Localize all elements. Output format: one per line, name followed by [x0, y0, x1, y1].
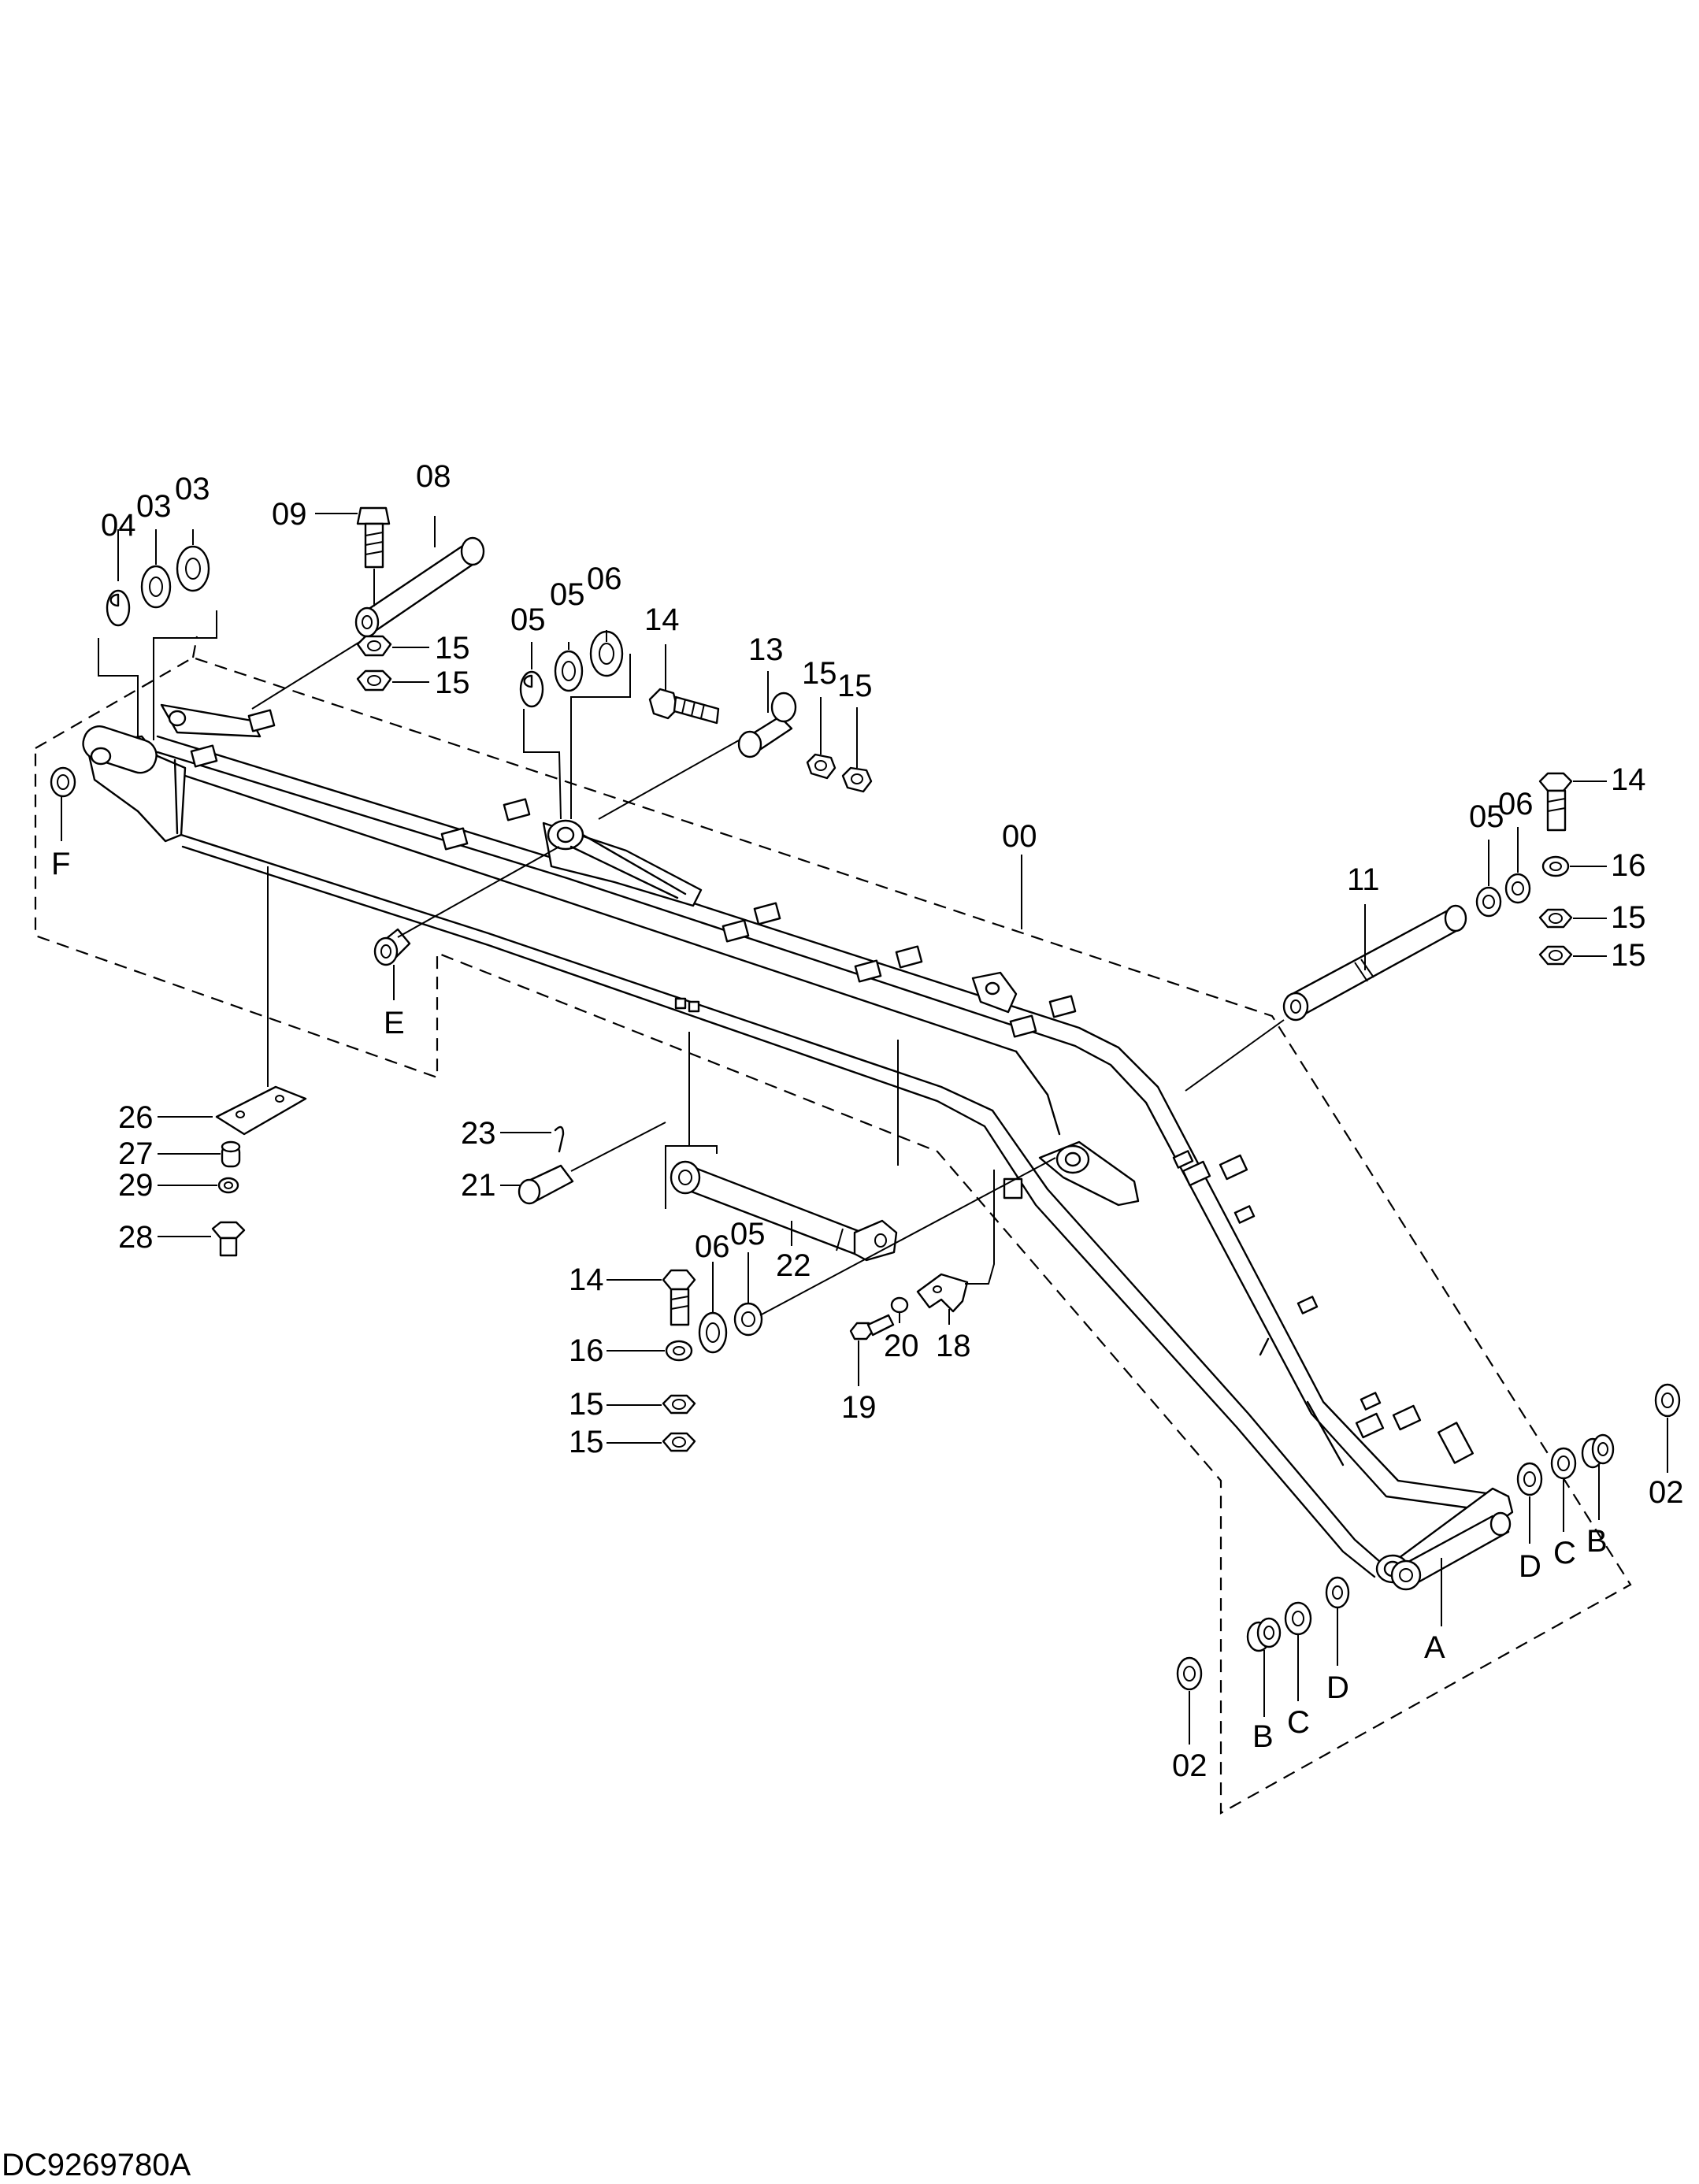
callout-04: 04	[101, 508, 136, 543]
callout-D: D	[1326, 1670, 1349, 1705]
callout-21: 21	[461, 1168, 496, 1203]
shim-stack-mid	[519, 630, 631, 820]
callout-26: 26	[118, 1100, 154, 1135]
callout-14: 14	[1611, 762, 1646, 797]
callout-15: 15	[1611, 938, 1646, 973]
callout-03: 03	[175, 472, 210, 506]
callout-05: 05	[510, 603, 546, 637]
callout-06: 06	[695, 1229, 730, 1264]
group-outlines	[34, 636, 1632, 1815]
callout-labels: 00 03 03 04 08 09 15 15 05 05 06 14 13 1…	[51, 459, 1684, 1783]
bushings-right	[1516, 1383, 1681, 1544]
pin-21-assembly	[500, 1122, 666, 1205]
callout-05: 05	[1469, 799, 1504, 834]
callout-F: F	[51, 847, 70, 881]
callout-15: 15	[435, 631, 470, 666]
callout-14: 14	[644, 603, 680, 637]
pin-08-assembly	[251, 506, 485, 710]
pin-lower-assembly	[607, 1157, 1056, 1452]
callout-11: 11	[1347, 862, 1380, 897]
callout-16: 16	[1611, 848, 1646, 883]
boom-clips	[190, 709, 1475, 1464]
callout-27: 27	[118, 1136, 154, 1171]
callout-02: 02	[1649, 1475, 1684, 1510]
callout-03: 03	[136, 489, 172, 524]
callout-28: 28	[118, 1220, 154, 1255]
callout-15: 15	[435, 666, 470, 700]
callout-18: 18	[936, 1329, 971, 1363]
callout-08: 08	[416, 459, 451, 494]
callout-00: 00	[1002, 819, 1037, 854]
callout-D: D	[1519, 1549, 1541, 1584]
pin-11-assembly	[1185, 772, 1607, 1092]
callout-15: 15	[569, 1387, 604, 1422]
callout-05: 05	[730, 1217, 766, 1251]
callout-15: 15	[837, 669, 873, 703]
callout-05: 05	[550, 577, 585, 612]
bushing-F	[50, 766, 76, 841]
document-code: DC9269780A	[2, 2148, 191, 2182]
bushing-E	[373, 846, 560, 1000]
pin-13-assembly	[598, 644, 873, 820]
callout-14: 14	[569, 1263, 604, 1297]
callout-B: B	[1586, 1524, 1608, 1559]
callout-16: 16	[569, 1333, 604, 1368]
boom-main-body	[82, 703, 1514, 1585]
callout-C: C	[1553, 1536, 1576, 1570]
pin-A	[1390, 1511, 1512, 1626]
callout-13: 13	[748, 632, 784, 667]
callout-02: 02	[1172, 1748, 1207, 1783]
callout-E: E	[384, 1006, 405, 1040]
shim-stack-top-left	[98, 529, 217, 740]
callout-15: 15	[802, 656, 837, 691]
callout-15: 15	[569, 1425, 604, 1459]
callout-23: 23	[461, 1116, 496, 1151]
callout-20: 20	[884, 1329, 919, 1363]
callout-09: 09	[272, 497, 307, 532]
callout-06: 06	[1498, 787, 1534, 821]
callout-15: 15	[1611, 900, 1646, 935]
callout-19: 19	[841, 1390, 877, 1425]
callout-29: 29	[118, 1168, 154, 1203]
bracket-26-set	[158, 866, 307, 1257]
callout-06: 06	[587, 562, 622, 596]
callout-22: 22	[776, 1248, 811, 1283]
clip-18-assembly	[849, 1170, 995, 1386]
bushings-lower	[1176, 1576, 1350, 1745]
callout-A: A	[1424, 1630, 1445, 1665]
callout-B: B	[1252, 1719, 1274, 1754]
cylinder-22	[665, 1032, 899, 1262]
callout-C: C	[1287, 1705, 1310, 1740]
